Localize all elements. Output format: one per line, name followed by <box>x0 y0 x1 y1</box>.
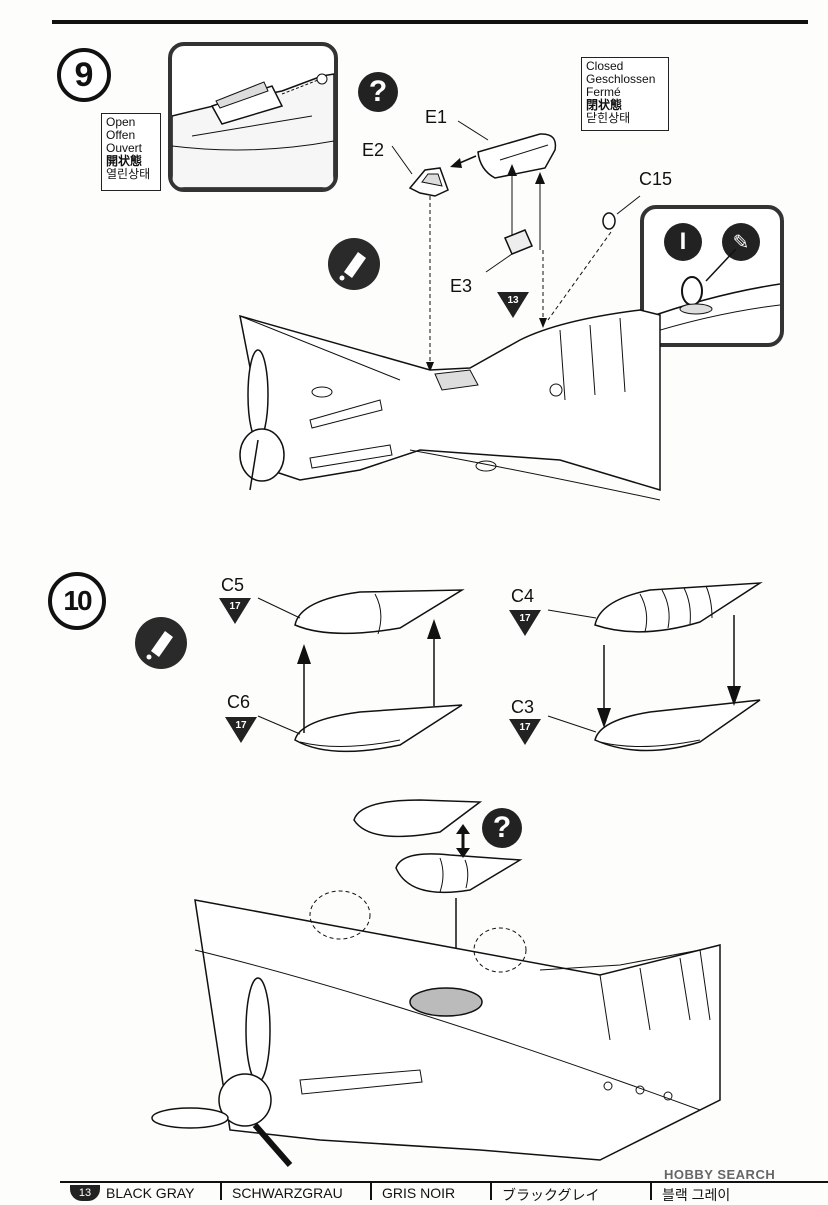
part-c5-label: C5 <box>221 575 245 595</box>
part-c6-label: C6 <box>227 692 251 712</box>
closed-kr: 닫힌상태 <box>586 111 631 125</box>
c3-ref-number: 17 <box>519 722 531 733</box>
part-e2-label: E2 <box>362 140 385 160</box>
c5-ref-triangle <box>219 598 251 624</box>
c4-ref-number: 17 <box>519 613 531 624</box>
open-fr: Ouvert <box>106 141 143 155</box>
question-icon-step10: ? <box>482 808 522 848</box>
c15-detail-drawing <box>644 248 780 336</box>
c3-ref-triangle <box>509 719 541 745</box>
open-de: Offen <box>106 128 136 142</box>
closed-de: Geschlossen <box>586 72 656 86</box>
callout-13-number: 13 <box>507 295 519 306</box>
c6-ref-triangle <box>225 717 257 743</box>
c15-detail-inset: I ✎ <box>640 205 784 347</box>
part-e3-label: E3 <box>450 276 473 296</box>
cement-icon: I <box>664 223 702 261</box>
footer-color-jp: ブラックグレイ <box>490 1183 650 1203</box>
open-canopy-drawing <box>172 73 334 188</box>
c5-ref-number: 17 <box>229 601 241 612</box>
glue-icon <box>328 238 380 290</box>
open-state-label: Open Offen Ouvert 開状態 열린상태 <box>101 113 161 191</box>
question-icon: ? <box>358 72 398 112</box>
step-number-10: 10 <box>48 572 106 630</box>
part-e1-label: E1 <box>425 107 448 127</box>
open-en: Open <box>106 115 136 129</box>
paint-brush-icon: ✎ <box>722 223 760 261</box>
part-c3-label: C3 <box>511 697 535 717</box>
glue-icon-step10 <box>135 617 187 669</box>
open-canopy-inset <box>168 42 338 192</box>
c4-ref-triangle <box>509 610 541 636</box>
part-c15-label: C15 <box>639 169 673 189</box>
watermark: HOBBY SEARCH <box>664 1167 776 1182</box>
c6-ref-number: 17 <box>235 720 247 731</box>
footer-color-fr: GRIS NOIR <box>370 1183 490 1201</box>
open-jp: 開状態 <box>106 154 143 168</box>
footer-color-en: BLACK GRAY <box>106 1184 195 1201</box>
open-kr: 열린상태 <box>106 167 151 181</box>
step-number-9: 9 <box>57 48 111 102</box>
footer-color-de: SCHWARZGRAU <box>220 1183 370 1201</box>
closed-state-label: Closed Geschlossen Fermé 閉状態 닫힌상태 <box>581 57 669 131</box>
callout-13-triangle <box>497 292 529 318</box>
footer-color-kr: 블랙 그레이 <box>650 1183 800 1203</box>
part-c4-label: C4 <box>511 586 535 606</box>
header-rule <box>52 20 808 24</box>
footer-color-1: 13 BLACK GRAY <box>60 1183 220 1201</box>
closed-fr: Fermé <box>586 85 621 99</box>
footer-ref-badge: 13 <box>70 1184 100 1201</box>
closed-en: Closed <box>586 59 624 73</box>
closed-jp: 閉状態 <box>586 98 623 112</box>
color-legend-footer: 13 BLACK GRAY SCHWARZGRAU GRIS NOIR ブラック… <box>60 1181 828 1203</box>
